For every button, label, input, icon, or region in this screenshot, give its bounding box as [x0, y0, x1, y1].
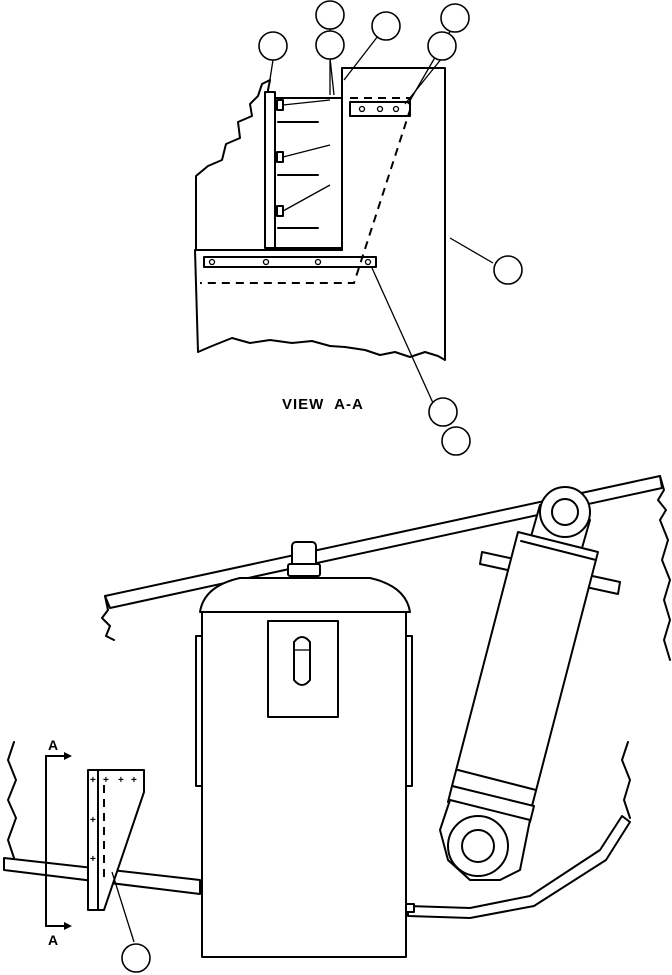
- clip: [276, 151, 284, 163]
- mount-wall: [195, 79, 271, 251]
- section-marker: A A: [45, 737, 72, 948]
- callout-circle: [371, 11, 401, 41]
- callout-circle: [428, 397, 458, 427]
- callout-circle: [121, 943, 151, 973]
- filter-housing: [195, 541, 415, 958]
- upper-rail: [104, 475, 663, 609]
- hydraulic-cylinder: [439, 486, 621, 881]
- svg-text:+: +: [90, 854, 96, 865]
- hidden-edge: [200, 97, 411, 284]
- bottom-eye: [447, 815, 509, 877]
- bracket-post: [264, 91, 276, 249]
- clip: [276, 99, 284, 111]
- frame-plate: [194, 67, 446, 361]
- bracket-gusset: [97, 769, 145, 911]
- filter-frame: [274, 97, 343, 251]
- svg-text:+: +: [118, 775, 124, 786]
- svg-text:+: +: [90, 815, 96, 826]
- dome-top: [199, 577, 411, 613]
- callout-circle: [440, 3, 470, 33]
- top-eye: [539, 486, 591, 538]
- bottom-strip: [203, 256, 377, 268]
- section-label-top: A: [48, 737, 58, 753]
- svg-text:+: +: [103, 775, 109, 786]
- section-label-bottom: A: [48, 932, 58, 948]
- main-assembly: + + + + + + A A: [3, 475, 671, 973]
- callout-circle: [441, 426, 471, 456]
- callout-circle: [427, 31, 457, 61]
- cylinder-barrel: [451, 531, 599, 807]
- sight-gauge: [293, 636, 311, 686]
- view-aa-detail: VIEW A-A: [194, 0, 523, 456]
- lower-rail-right: [407, 815, 631, 919]
- svg-text:+: +: [131, 775, 137, 786]
- callout-circle: [493, 255, 523, 285]
- clip: [276, 205, 284, 217]
- svg-text:+: +: [90, 775, 96, 786]
- callout-circle: [315, 0, 345, 30]
- view-title: VIEW A-A: [282, 396, 364, 413]
- mounting-bracket: + + + + + +: [87, 769, 145, 943]
- callout-circle: [315, 30, 345, 60]
- callout-circle: [258, 31, 288, 61]
- bracket-back: [87, 769, 99, 911]
